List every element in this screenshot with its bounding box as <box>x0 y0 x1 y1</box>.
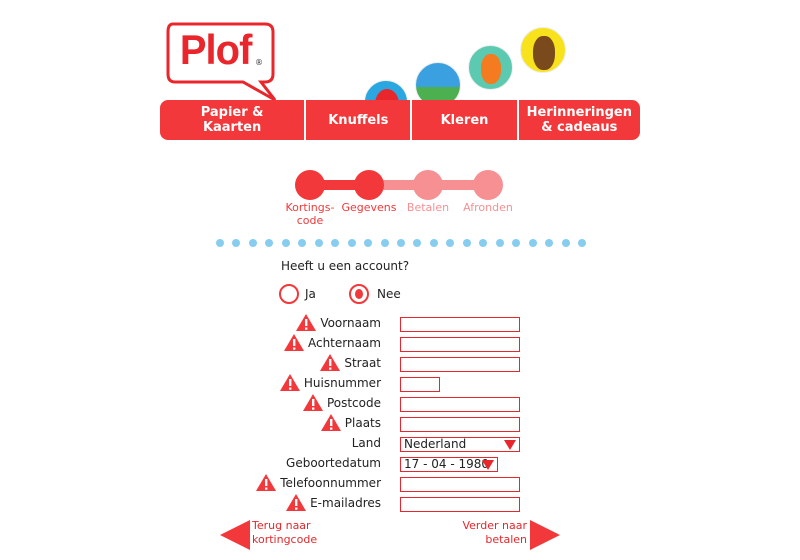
radio-ja[interactable] <box>279 284 299 304</box>
divider-dot <box>281 239 290 247</box>
field-value: 17 - 04 - 1980 <box>404 457 489 471</box>
divider-dot <box>232 239 241 247</box>
field-label: Plaats <box>344 416 381 430</box>
nav-kleren[interactable]: Kleren <box>410 100 516 140</box>
postcode-field[interactable] <box>400 397 520 412</box>
divider-dot <box>216 239 224 247</box>
divider-dot <box>545 239 554 247</box>
divider-dot <box>479 239 488 247</box>
registered-mark: ® <box>255 58 263 67</box>
divider-dot <box>577 239 586 247</box>
voornaam-field[interactable] <box>400 317 520 332</box>
warning-icon <box>321 414 341 431</box>
step-label: Afronden <box>463 201 513 214</box>
character-boy-icon <box>520 27 566 73</box>
nav-herinneringen-cadeaus[interactable]: Herinneringen & cadeaus <box>516 100 640 140</box>
step-label: Betalen <box>406 201 450 214</box>
divider-dot <box>462 239 471 247</box>
radio-ja-label: Ja <box>305 287 316 301</box>
account-question: Heeft u een account? <box>281 259 410 273</box>
nav-papier-kaarten[interactable]: Papier & Kaarten <box>200 105 264 135</box>
back-arrow-icon[interactable] <box>220 520 250 550</box>
warning-icon <box>320 354 340 371</box>
step-dot-betalen <box>413 170 443 200</box>
step-label: Kortings- code <box>285 201 335 227</box>
divider-dot <box>495 239 504 247</box>
divider-dot <box>561 239 570 247</box>
warning-icon <box>286 494 306 511</box>
dotted-divider <box>216 239 586 247</box>
straat-field[interactable] <box>400 357 520 372</box>
character-girl-icon <box>468 45 513 90</box>
field-label: Straat <box>344 356 381 370</box>
warning-icon <box>284 334 304 351</box>
divider-dot <box>396 239 405 247</box>
dropdown-caret-icon[interactable] <box>482 460 494 470</box>
field-label: Huisnummer <box>303 376 381 390</box>
field-label: Voornaam <box>320 316 381 330</box>
main-nav: Papier & Kaarten Knuffels Kleren Herinne… <box>160 100 640 140</box>
step-dot-gegevens <box>354 170 384 200</box>
progress-line-done <box>310 180 370 190</box>
warning-icon <box>303 394 323 411</box>
field-label: Land <box>351 436 381 450</box>
field-label: Achternaam <box>307 336 381 350</box>
divider-dot <box>364 239 373 247</box>
step-label: Gegevens <box>341 201 397 214</box>
step-dot-kortingscode <box>295 170 325 200</box>
dropdown-caret-icon[interactable] <box>504 440 516 450</box>
field-label: Geboortedatum <box>286 456 381 470</box>
huisnummer-field[interactable] <box>400 377 440 392</box>
warning-icon <box>296 314 316 331</box>
radio-nee[interactable] <box>349 284 369 304</box>
logo-text: Plof <box>179 26 253 73</box>
divider-dot <box>528 239 537 247</box>
field-label: Telefoonnummer <box>280 476 381 490</box>
step-dot-afronden <box>473 170 503 200</box>
divider-dot <box>314 239 323 247</box>
nav-knuffels[interactable]: Knuffels <box>304 100 410 140</box>
divider-dot <box>265 239 274 247</box>
divider-dot <box>347 239 356 247</box>
radio-nee-label: Nee <box>377 287 401 301</box>
divider-dot <box>446 239 455 247</box>
emailadres-field[interactable] <box>400 497 520 512</box>
field-value: Nederland <box>404 437 467 451</box>
field-label: Postcode <box>326 396 381 410</box>
land-field[interactable]: Nederland <box>400 437 520 452</box>
next-line1: Verder naar <box>462 519 527 532</box>
back-line2: kortingcode <box>252 533 318 546</box>
divider-dot <box>380 239 389 247</box>
divider-dot <box>331 239 340 247</box>
plaats-field[interactable] <box>400 417 520 432</box>
divider-dot <box>248 239 257 247</box>
achternaam-field[interactable] <box>400 337 520 352</box>
divider-dot <box>413 239 422 247</box>
divider-dot <box>298 239 307 247</box>
divider-dot <box>512 239 521 247</box>
telefoonnummer-field[interactable] <box>400 477 520 492</box>
next-line2: betalen <box>485 533 527 546</box>
next-arrow-icon[interactable] <box>530 520 560 550</box>
geboortedatum-field[interactable]: 17 - 04 - 1980 <box>400 457 498 472</box>
warning-icon <box>280 374 300 391</box>
logo[interactable] <box>165 22 277 102</box>
divider-dot <box>429 239 438 247</box>
back-line1: Terug naar <box>252 519 311 532</box>
warning-icon <box>256 474 276 491</box>
field-label: E-mailadres <box>310 496 381 510</box>
